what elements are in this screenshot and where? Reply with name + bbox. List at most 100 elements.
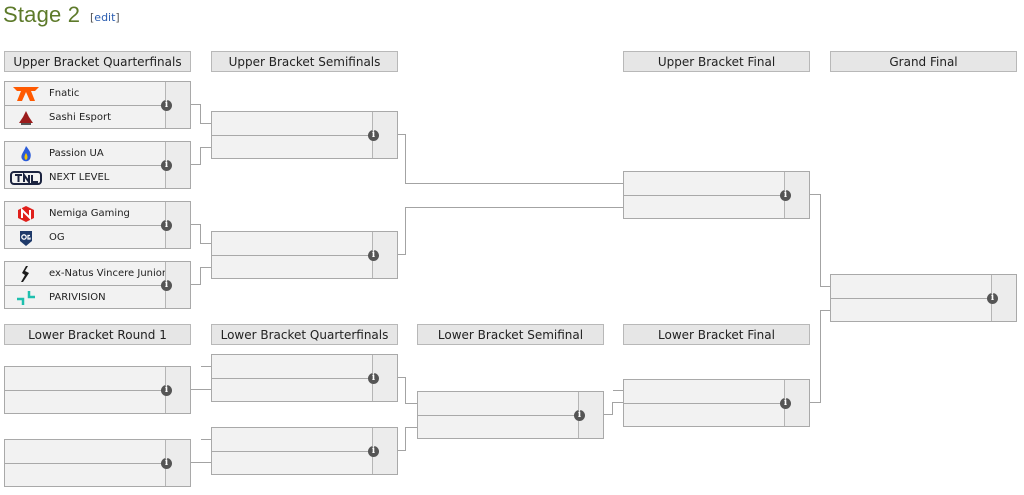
match-info-icon[interactable]: i [161, 458, 172, 469]
match-ubqf-3: Nemiga Gaming OG i [4, 201, 191, 249]
connector-line [612, 402, 623, 403]
match-divider [418, 415, 603, 416]
match-info-icon[interactable]: i [161, 100, 172, 111]
connector-line [405, 377, 406, 403]
team-name: ex-Natus Vincere Junior [49, 268, 167, 279]
match-info-icon[interactable]: i [368, 373, 379, 384]
connector-line [405, 134, 406, 183]
team-name: Fnatic [49, 88, 80, 99]
connector-line [398, 450, 406, 451]
match-divider [5, 105, 190, 106]
match-info-icon[interactable]: i [780, 190, 791, 201]
connector-line [810, 194, 821, 195]
connector-line [201, 439, 211, 440]
passion-ua-logo-icon [10, 144, 42, 163]
match-lbqf-2: i [211, 427, 398, 475]
match-ubf: i [623, 171, 810, 219]
match-grand-final: i [830, 274, 1017, 322]
match-divider [624, 403, 809, 404]
connector-line [191, 462, 211, 463]
connector-line [405, 183, 623, 184]
connector-line [200, 147, 201, 165]
header-lower-final: Lower Bracket Final [623, 324, 810, 345]
match-info-icon[interactable]: i [368, 250, 379, 261]
connector-line [820, 310, 830, 311]
team-name: OG [49, 232, 65, 243]
connector-line [200, 267, 201, 285]
header-upper-semifinals: Upper Bracket Semifinals [211, 51, 398, 72]
match-divider [5, 463, 190, 464]
match-divider [212, 451, 397, 452]
connector-line [612, 402, 613, 415]
match-ubqf-2: Passion UA NEXT LEVEL i [4, 141, 191, 189]
match-info-icon[interactable]: i [368, 130, 379, 141]
match-info-icon[interactable]: i [161, 160, 172, 171]
match-lbf: i [623, 379, 810, 427]
connector-line [201, 366, 211, 367]
header-lower-quarterfinals: Lower Bracket Quarterfinals [211, 324, 398, 345]
connector-line [405, 427, 406, 451]
team-name: Nemiga Gaming [49, 208, 130, 219]
team-name: PARIVISION [49, 292, 106, 303]
connector-line [191, 389, 211, 390]
match-info-icon[interactable]: i [161, 280, 172, 291]
next-level-logo-icon [10, 168, 42, 187]
navi-junior-logo-icon [10, 264, 42, 283]
connector-line [191, 104, 201, 105]
fnatic-logo-icon [10, 84, 42, 103]
match-lbsf: i [417, 391, 604, 439]
match-lbr1-1: i [4, 366, 191, 414]
match-divider [212, 135, 397, 136]
team-slot[interactable]: NEXT LEVEL [5, 166, 165, 189]
match-divider [5, 285, 190, 286]
team-slot[interactable]: PARIVISION [5, 286, 165, 309]
team-slot[interactable]: OG [5, 226, 165, 249]
match-divider [624, 195, 809, 196]
match-divider [5, 225, 190, 226]
match-info-icon[interactable]: i [368, 446, 379, 457]
match-info-icon[interactable]: i [161, 220, 172, 231]
team-slot[interactable]: Passion UA [5, 142, 165, 165]
connector-line [820, 310, 821, 403]
match-divider [831, 298, 1016, 299]
match-divider [212, 378, 397, 379]
team-slot[interactable]: Sashi Esport [5, 106, 165, 129]
connector-line [191, 164, 201, 165]
match-divider [212, 255, 397, 256]
match-info-icon[interactable]: i [987, 293, 998, 304]
match-info-icon[interactable]: i [780, 398, 791, 409]
connector-line [200, 104, 201, 123]
edit-link-wrapper: [edit] [90, 11, 120, 24]
match-ubsf-2: i [211, 231, 398, 279]
team-slot[interactable]: Fnatic [5, 82, 165, 105]
match-divider [5, 165, 190, 166]
connector-line [820, 286, 830, 287]
match-ubqf-4: ex-Natus Vincere Junior PARIVISION i [4, 261, 191, 309]
connector-line [200, 224, 201, 243]
team-slot[interactable]: Nemiga Gaming [5, 202, 165, 225]
connector-line [604, 414, 613, 415]
match-info-icon[interactable]: i [574, 410, 585, 421]
connector-line [200, 123, 211, 124]
connector-line [405, 207, 406, 255]
match-lbqf-1: i [211, 354, 398, 402]
header-lower-semifinal: Lower Bracket Semifinal [417, 324, 604, 345]
match-info-icon[interactable]: i [161, 385, 172, 396]
team-name: Sashi Esport [49, 112, 112, 123]
sashi-logo-icon [10, 108, 42, 127]
header-upper-final: Upper Bracket Final [623, 51, 810, 72]
connector-line [820, 194, 821, 286]
team-slot[interactable]: ex-Natus Vincere Junior [5, 262, 167, 285]
connector-line [191, 284, 201, 285]
page-title: Stage 2 [3, 2, 81, 27]
connector-line [398, 134, 406, 135]
edit-link[interactable]: edit [94, 11, 116, 24]
header-upper-quarterfinals: Upper Bracket Quarterfinals [4, 51, 191, 72]
connector-line [200, 243, 211, 244]
team-name: NEXT LEVEL [49, 172, 110, 183]
parivision-logo-icon [10, 288, 42, 307]
match-lbr1-2: i [4, 439, 191, 487]
match-divider [5, 390, 190, 391]
match-ubqf-1: Fnatic Sashi Esport i [4, 81, 191, 129]
connector-line [191, 224, 201, 225]
